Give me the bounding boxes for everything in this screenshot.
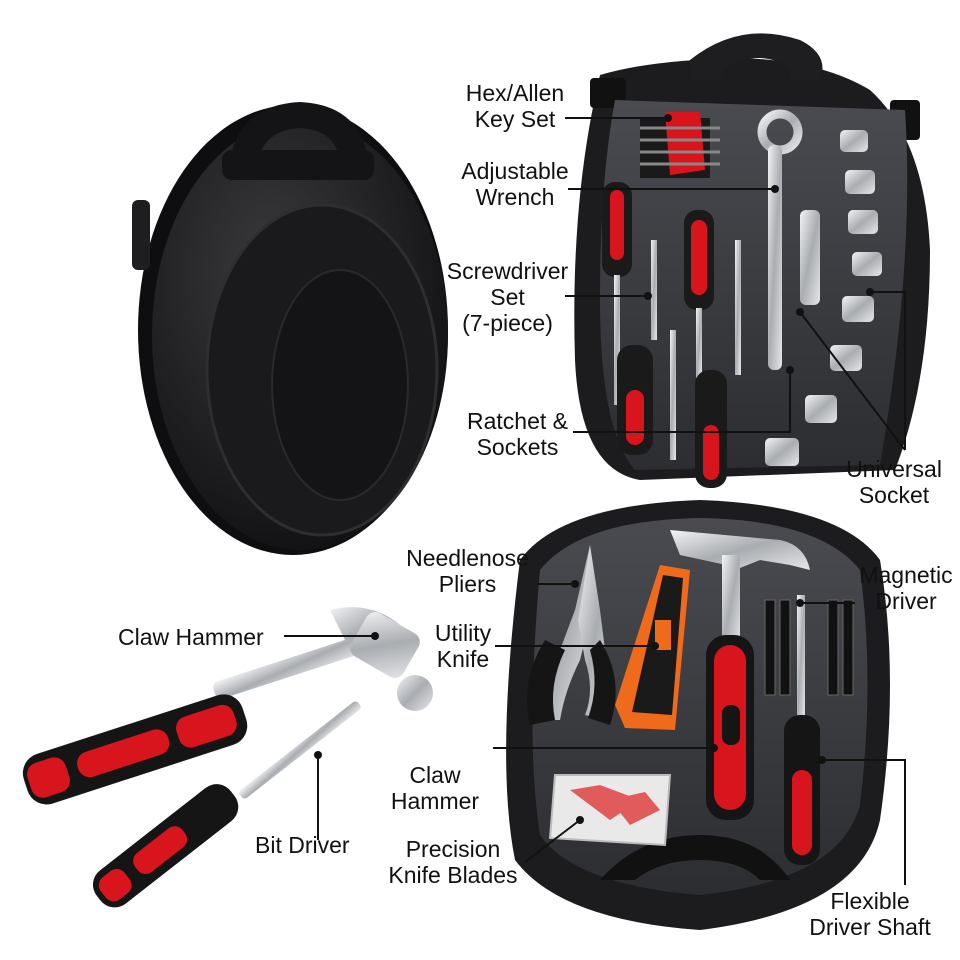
- label-universal-socket: Universal Socket: [838, 456, 950, 508]
- magnetic-driver: [784, 595, 820, 865]
- label-line: Claw: [409, 762, 461, 788]
- label-line: Flexible: [830, 888, 910, 914]
- label-line: Knife: [436, 646, 490, 672]
- label-line: Socket: [858, 482, 930, 508]
- label-line: Set: [490, 284, 525, 310]
- label-line: Key Set: [474, 106, 556, 132]
- leader-dots: [314, 114, 874, 824]
- label-precision-knife-blades: Precision Knife Blades: [378, 836, 528, 888]
- label-adjustable-wrench: Adjustable Wrench: [455, 158, 575, 210]
- label-utility-knife: Utility Knife: [428, 620, 498, 672]
- label-line: (7-piece): [462, 310, 553, 336]
- leader-lines: [284, 117, 906, 885]
- label-line: Precision: [405, 836, 501, 862]
- hex-key-set: [640, 112, 720, 178]
- label-claw-hammer-case: Claw Hammer: [385, 762, 485, 814]
- universal-socket: [800, 210, 820, 305]
- label-hex-allen-key-set: Hex/Allen Key Set: [460, 80, 570, 132]
- label-line: Utility: [434, 620, 492, 646]
- driver-bits: [764, 599, 854, 696]
- label-line: Pliers: [438, 571, 497, 597]
- label-line: Knife Blades: [388, 862, 518, 888]
- label-line: Universal: [846, 456, 942, 482]
- adjustable-wrench: [757, 109, 803, 370]
- label-bit-driver: Bit Driver: [255, 832, 350, 858]
- closed-case: [132, 102, 448, 555]
- claw-hammer-in-case: [670, 530, 810, 820]
- label-line: Hex/Allen: [465, 80, 565, 106]
- precision-knife-blades-box: [548, 774, 672, 847]
- socket-set: [765, 130, 882, 466]
- label-line: Driver: [875, 588, 937, 614]
- label-line: Ratchet &: [467, 408, 568, 434]
- label-line: Adjustable: [461, 158, 569, 184]
- label-screwdriver-set: Screwdriver Set (7-piece): [445, 258, 570, 336]
- needlenose-pliers: [527, 545, 616, 725]
- label-line: Magnetic: [859, 562, 953, 588]
- label-magnetic-driver: Magnetic Driver: [852, 562, 960, 614]
- label-ratchet-sockets: Ratchet & Sockets: [460, 408, 575, 460]
- label-line: Hammer: [390, 788, 480, 814]
- label-claw-hammer-left: Claw Hammer: [118, 624, 264, 650]
- open-case-lid: [574, 33, 930, 488]
- label-line: Wrench: [475, 184, 555, 210]
- label-line: Sockets: [476, 434, 559, 460]
- label-line: Screwdriver: [446, 258, 569, 284]
- bit-driver-loose: [92, 701, 361, 908]
- label-line: Needlenose: [406, 545, 529, 571]
- open-case-tray: [506, 500, 890, 930]
- label-flexible-driver-shaft: Flexible Driver Shaft: [795, 888, 945, 940]
- label-line: Driver Shaft: [809, 914, 931, 940]
- label-needlenose-pliers: Needlenose Pliers: [395, 545, 540, 597]
- claw-hammer-loose: [22, 607, 433, 805]
